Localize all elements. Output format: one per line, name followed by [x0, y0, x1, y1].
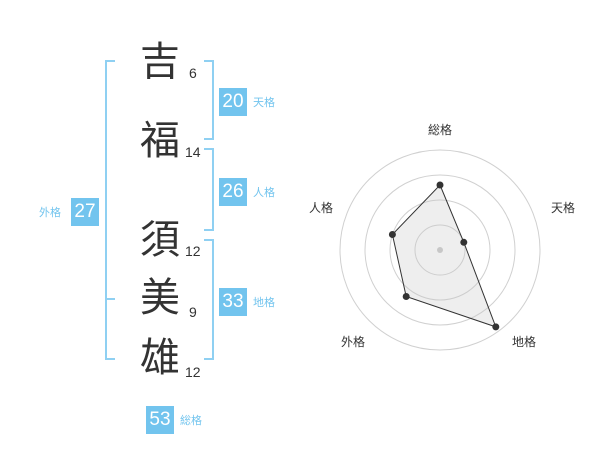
- radar-axis-label-jinkaku: 人格: [309, 201, 334, 215]
- soukaku-label: 総格: [180, 414, 202, 427]
- name-char-3: 須: [140, 217, 180, 263]
- radar-center-dot: [437, 247, 443, 253]
- radar-axis-label-gaikaku: 外格: [341, 335, 366, 349]
- radar-point-2: [460, 238, 468, 246]
- radar-grid-ring-2: [389, 199, 491, 301]
- tenkaku-label: 天格: [253, 96, 275, 109]
- stroke-count-2: 14: [185, 144, 201, 160]
- chikaku-score: 33: [219, 288, 247, 316]
- jinkaku-score: 26: [219, 178, 247, 206]
- stroke-count-3: 12: [185, 243, 201, 259]
- tenkaku-score: 20: [219, 88, 247, 116]
- radar-point-3: [492, 323, 500, 331]
- radar-grid-ring-4: [339, 149, 541, 351]
- radar-value-polygon: [391, 184, 497, 328]
- stroke-count-1: 6: [189, 65, 197, 81]
- gaikaku-score: 27: [71, 198, 99, 226]
- name-char-1: 吉: [140, 39, 180, 85]
- radar-axis-label-tenkaku: 天格: [551, 201, 576, 215]
- name-char-5: 雄: [140, 335, 180, 381]
- radar-axis-label-soukaku: 総格: [428, 123, 453, 137]
- name-char-4: 美: [140, 275, 180, 321]
- radar-point-4: [402, 293, 410, 300]
- stroke-count-4: 9: [189, 304, 197, 320]
- jinkaku-label: 人格: [253, 186, 275, 199]
- chikaku-label: 地格: [253, 296, 275, 309]
- radar-point-1: [436, 181, 444, 189]
- name-char-2: 福: [140, 118, 180, 164]
- gaikaku-label: 外格: [39, 206, 61, 219]
- radar-grid-ring-1: [414, 224, 466, 276]
- radar-grid-ring-3: [364, 174, 516, 326]
- soukaku-score: 53: [146, 406, 174, 434]
- stroke-count-5: 12: [185, 364, 201, 380]
- radar-axis-label-chikaku: 地格: [512, 335, 537, 349]
- radar-point-5: [388, 231, 396, 238]
